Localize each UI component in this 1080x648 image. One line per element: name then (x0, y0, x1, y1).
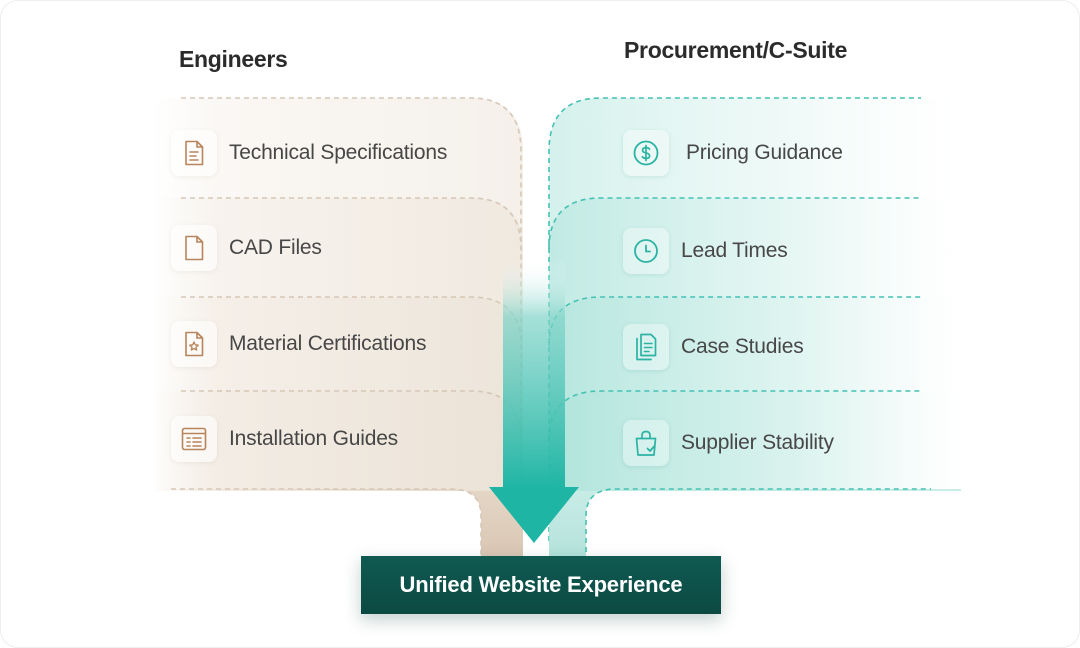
engineers-item-label: Installation Guides (229, 427, 398, 450)
procurement-item-label: Lead Times (681, 239, 788, 262)
blank-file-icon (171, 225, 217, 271)
procurement-item-pricing-guidance: Pricing Guidance (623, 129, 843, 177)
dollar-circle-icon (623, 130, 669, 176)
engineers-heading: Engineers (179, 46, 288, 72)
engineers-item-material-certifications: Material Certifications (171, 320, 427, 368)
unified-website-experience-label: Unified Website Experience (399, 572, 683, 597)
engineers-bands (151, 97, 523, 561)
engineers-item-installation-guides: Installation Guides (171, 415, 398, 463)
procurement-item-lead-times: Lead Times (623, 227, 788, 275)
engineers-item-label: Technical Specifications (229, 141, 448, 164)
procurement-bands (548, 97, 961, 561)
procurement-item-label: Pricing Guidance (686, 141, 843, 164)
unified-website-experience-box: Unified Website Experience (361, 556, 721, 614)
procurement-item-label: Case Studies (681, 335, 804, 358)
engineers-item-cad-files: CAD Files (171, 224, 322, 272)
clock-icon (623, 228, 669, 274)
procurement-item-case-studies: Case Studies (623, 323, 804, 371)
documents-icon (623, 324, 669, 370)
procurement-item-supplier-stability: Supplier Stability (623, 419, 834, 467)
engineers-item-label: Material Certifications (229, 332, 427, 355)
engineers-item-technical-specifications: Technical Specifications (171, 129, 447, 177)
guide-list-icon (171, 416, 217, 462)
procurement-heading: Procurement/C-Suite (624, 37, 848, 63)
engineers-item-label: CAD Files (229, 236, 322, 259)
merge-arrow (489, 259, 579, 543)
shopping-bag-check-icon (623, 420, 669, 466)
certificate-star-icon (171, 321, 217, 367)
procurement-item-label: Supplier Stability (681, 431, 834, 454)
document-lines-icon (171, 130, 217, 176)
